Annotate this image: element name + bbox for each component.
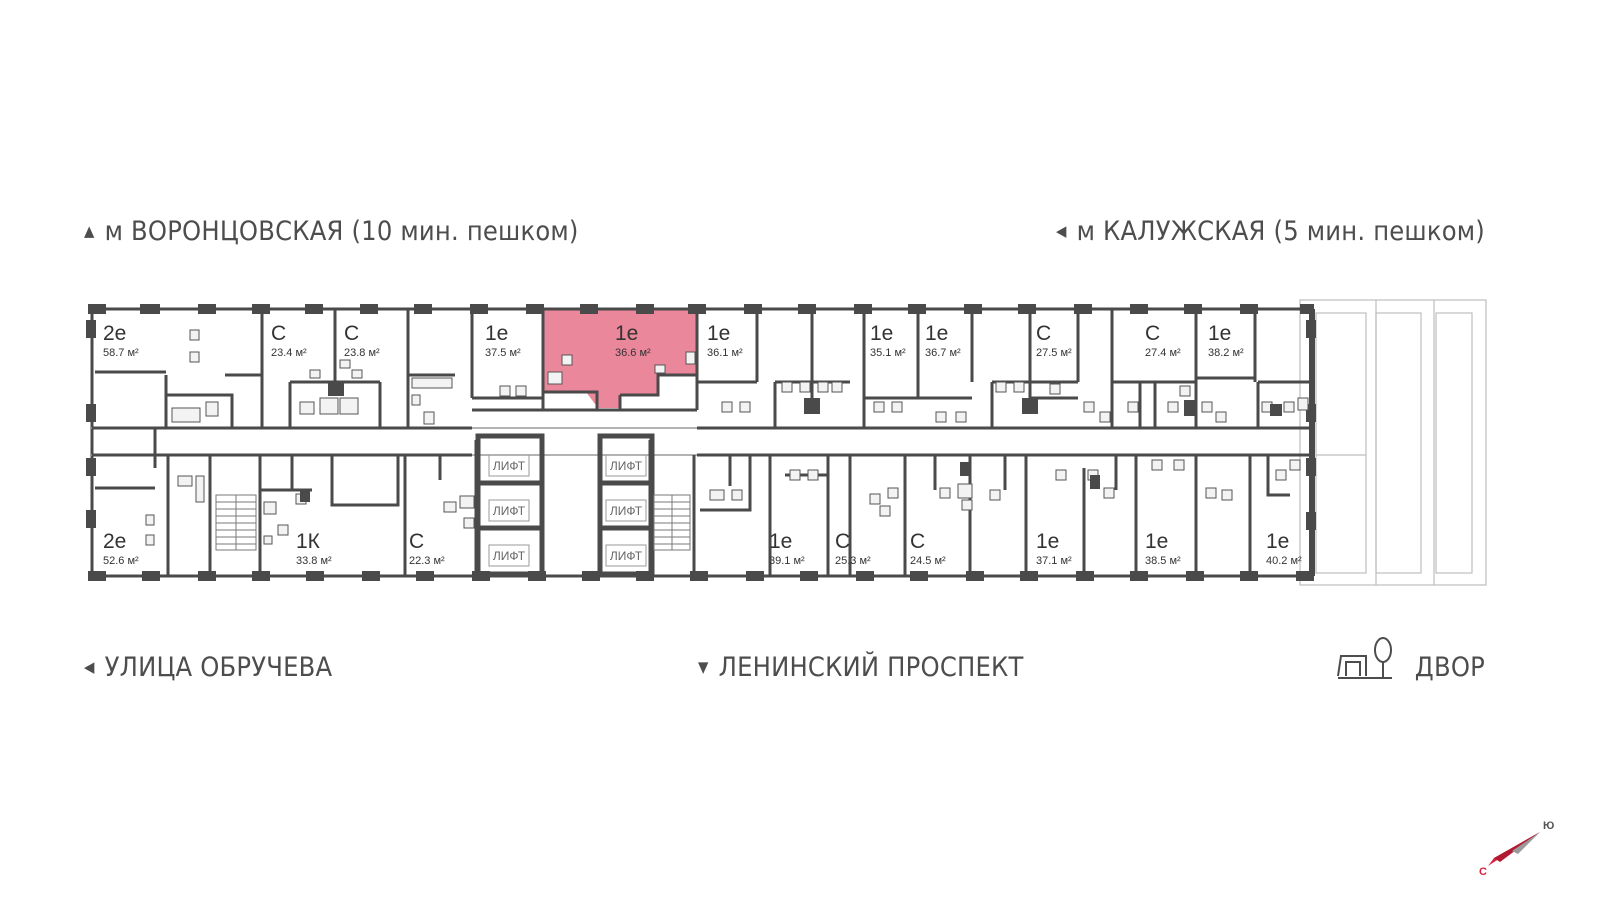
lift-label: ЛИФТ bbox=[493, 504, 526, 518]
direction-metro-vorontsovskaya: ▲ м ВОРОНЦОВСКАЯ (10 мин. пешком) bbox=[84, 216, 579, 247]
lift-label: ЛИФТ bbox=[610, 504, 643, 518]
apartment-area: 37.1 м² bbox=[1036, 555, 1072, 567]
apartment-type: 2е bbox=[103, 530, 126, 553]
apartment-area: 35.1 м² bbox=[870, 347, 906, 359]
direction-obrucheva: ◀ УЛИЦА ОБРУЧЕВА bbox=[84, 652, 332, 683]
apartment-type: С bbox=[271, 322, 286, 345]
direction-courtyard: ДВОР bbox=[1415, 652, 1485, 683]
apartment-area: 22.3 м² bbox=[409, 555, 445, 567]
corridor-walls bbox=[92, 408, 1312, 457]
apartment-area: 27.5 м² bbox=[1036, 347, 1072, 359]
apartment-type: С bbox=[1145, 322, 1160, 345]
apartment-labels-top: 2е 58.7 м² С 23.4 м² С 23.8 м² 1е 37.5 м… bbox=[103, 322, 1244, 359]
apartment-type: С bbox=[835, 530, 850, 553]
apartment-labels-bottom: 2е 52.6 м² 1К 33.8 м² С 22.3 м² 1е 39.1 … bbox=[103, 530, 1302, 567]
apartment-type: С bbox=[1036, 322, 1051, 345]
compass-north-label: С bbox=[1479, 866, 1487, 878]
apartment-area: 58.7 м² bbox=[103, 347, 139, 359]
apartment-area: 40.2 м² bbox=[1266, 555, 1302, 567]
apartment-area: 38.5 м² bbox=[1145, 555, 1181, 567]
apartment-type: 2е bbox=[103, 322, 126, 345]
compass-icon: С Ю bbox=[1479, 820, 1554, 878]
apartment-type: С bbox=[910, 530, 925, 553]
direction-label: УЛИЦА ОБРУЧЕВА bbox=[104, 652, 333, 683]
apartment-type-selected[interactable]: 1е bbox=[615, 322, 638, 345]
arrow-down-icon: ▼ bbox=[698, 658, 709, 676]
courtyard-icon bbox=[1337, 637, 1392, 679]
apartment-area: 52.6 м² bbox=[103, 555, 139, 567]
lift-label: ЛИФТ bbox=[610, 459, 643, 473]
apartment-type: 1е bbox=[1208, 322, 1231, 345]
fixtures bbox=[145, 329, 1309, 546]
apartment-area: 38.2 м² bbox=[1208, 347, 1244, 359]
direction-metro-kaluzhskaya: ◀ м КАЛУЖСКАЯ (5 мин. пешком) bbox=[1056, 216, 1485, 247]
apartment-type: 1е bbox=[870, 322, 893, 345]
apartment-area: 24.5 м² bbox=[910, 555, 946, 567]
direction-label: ДВОР bbox=[1414, 652, 1485, 683]
direction-label: м КАЛУЖСКАЯ (5 мин. пешком) bbox=[1076, 216, 1485, 247]
apartment-highlight[interactable] bbox=[543, 310, 697, 408]
apartment-type: 1К bbox=[296, 530, 321, 553]
direction-label: м ВОРОНЦОВСКАЯ (10 мин. пешком) bbox=[104, 216, 579, 247]
apartment-area: 23.4 м² bbox=[271, 347, 307, 359]
apartment-area: 36.1 м² bbox=[707, 347, 743, 359]
apartment-area: 23.8 м² bbox=[344, 347, 380, 359]
lift-label: ЛИФТ bbox=[493, 549, 526, 563]
arrow-up-icon: ▲ bbox=[84, 222, 95, 240]
direction-label: ЛЕНИНСКИЙ ПРОСПЕКТ bbox=[718, 652, 1024, 683]
apartment-area: 27.4 м² bbox=[1145, 347, 1181, 359]
apartment-type: 1е bbox=[1266, 530, 1289, 553]
apartment-type: 1е bbox=[1145, 530, 1168, 553]
apartment-type: 1е bbox=[485, 322, 508, 345]
lift-shafts: ЛИФТ ЛИФТ ЛИФТ ЛИФТ ЛИФТ ЛИФТ bbox=[475, 433, 655, 577]
arrow-icon: ◀ bbox=[84, 658, 95, 676]
lift-label: ЛИФТ bbox=[610, 549, 643, 563]
apartment-area-selected[interactable]: 36.6 м² bbox=[615, 347, 651, 359]
lift-label: ЛИФТ bbox=[493, 459, 526, 473]
apartment-type: 1е bbox=[1036, 530, 1059, 553]
dark-fixtures bbox=[300, 382, 1282, 502]
apartment-type: 1е bbox=[707, 322, 730, 345]
apartment-area: 33.8 м² bbox=[296, 555, 332, 567]
apartment-type: 1е bbox=[925, 322, 948, 345]
apartment-type: С bbox=[409, 530, 424, 553]
apartment-area: 39.1 м² bbox=[769, 555, 805, 567]
balcony-frames bbox=[1299, 299, 1487, 586]
compass-south-label: Ю bbox=[1543, 820, 1554, 832]
arrow-left-icon: ◀ bbox=[1055, 222, 1067, 240]
apartment-type: С bbox=[344, 322, 359, 345]
direction-leninsky: ▼ ЛЕНИНСКИЙ ПРОСПЕКТ bbox=[698, 652, 1023, 683]
staircases bbox=[215, 494, 691, 551]
apartment-area: 25.3 м² bbox=[835, 555, 871, 567]
apartment-area: 37.5 м² bbox=[485, 347, 521, 359]
apartment-type: 1е bbox=[769, 530, 792, 553]
apartment-area: 36.7 м² bbox=[925, 347, 961, 359]
